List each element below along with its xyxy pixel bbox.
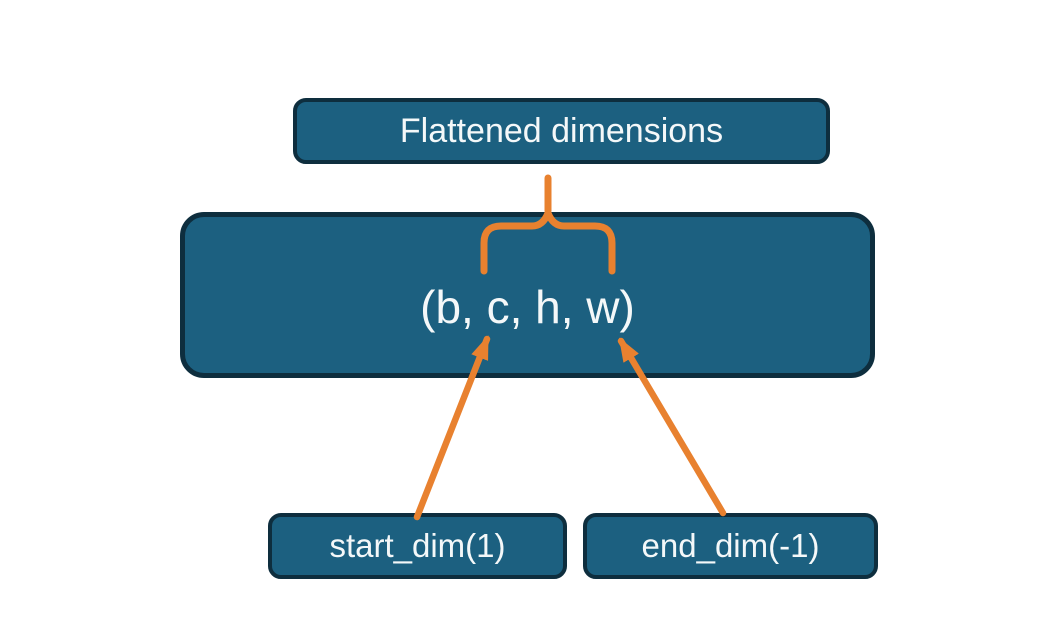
node-flattened-dimensions-label: Flattened dimensions — [399, 111, 724, 150]
node-flattened-dimensions: Flattened dimensions — [293, 98, 830, 164]
node-tensor-shape: (b, c, h, w) — [180, 212, 875, 378]
node-tensor-shape-label: (b, c, h, w) — [420, 281, 635, 333]
node-end-dim: end_dim(-1) — [583, 513, 878, 579]
node-start-dim-label: start_dim(1) — [329, 527, 506, 564]
node-end-dim-label: end_dim(-1) — [641, 527, 820, 564]
node-start-dim: start_dim(1) — [268, 513, 567, 579]
